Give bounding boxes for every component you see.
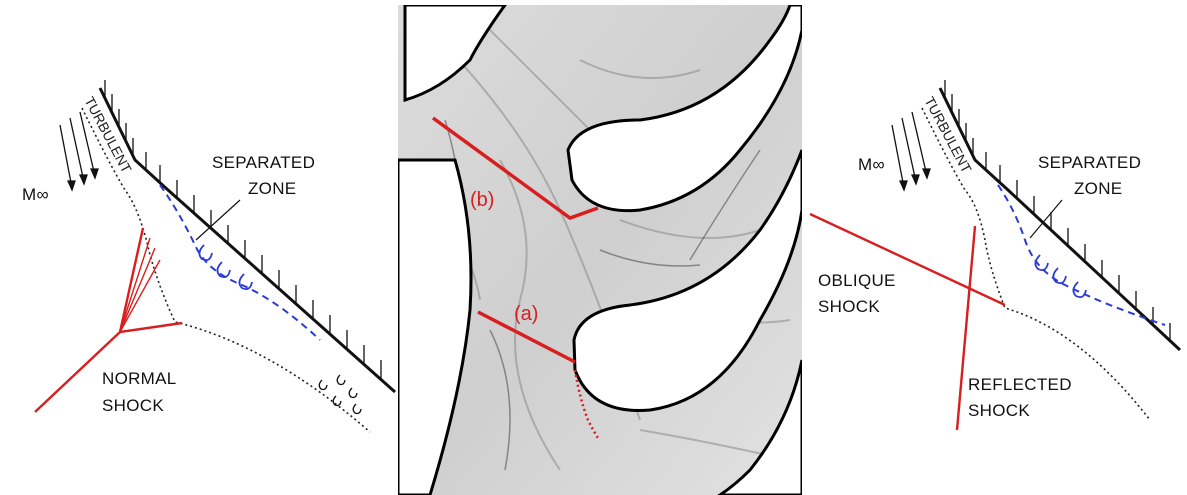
reflected-label-2: SHOCK [968,401,1030,420]
left-shock-label-1: NORMAL [102,369,177,388]
right-wall [940,88,1180,350]
right-freestream-arrows [892,112,930,190]
left-separated-label-1: SEPARATED [212,153,315,172]
right-separated-pointer [1030,200,1062,238]
right-panel: M∞ TURBULENT SEPARATED ZONE OBLIQUE SHOC… [810,80,1180,430]
center-schlieren-panel: (b) (a) [398,5,802,495]
left-wall-hatching [105,80,381,378]
right-separated-label-1: SEPARATED [1038,153,1141,172]
reflected-label-1: REFLECTED [968,375,1072,394]
right-separated-label-2: ZONE [1074,179,1122,198]
label-b: (b) [470,189,494,211]
left-separation-bubble [160,185,320,340]
right-wall-hatching [945,80,1170,341]
left-recirculation-vortices [199,245,252,289]
left-freestream-arrows [60,112,98,190]
left-mach-label: M∞ [22,185,49,204]
label-a: (a) [514,303,538,325]
right-mach-label: M∞ [858,155,885,174]
left-shock-label-2: SHOCK [102,396,164,415]
oblique-label-2: SHOCK [818,297,880,316]
reflected-shock-line [957,226,975,430]
left-separated-label-2: ZONE [248,179,296,198]
left-wall [100,88,395,392]
right-shocks [810,214,1005,430]
oblique-label-1: OBLIQUE [818,271,896,290]
left-panel: M∞ TURBULENT SEPARATED ZONE [22,80,395,432]
